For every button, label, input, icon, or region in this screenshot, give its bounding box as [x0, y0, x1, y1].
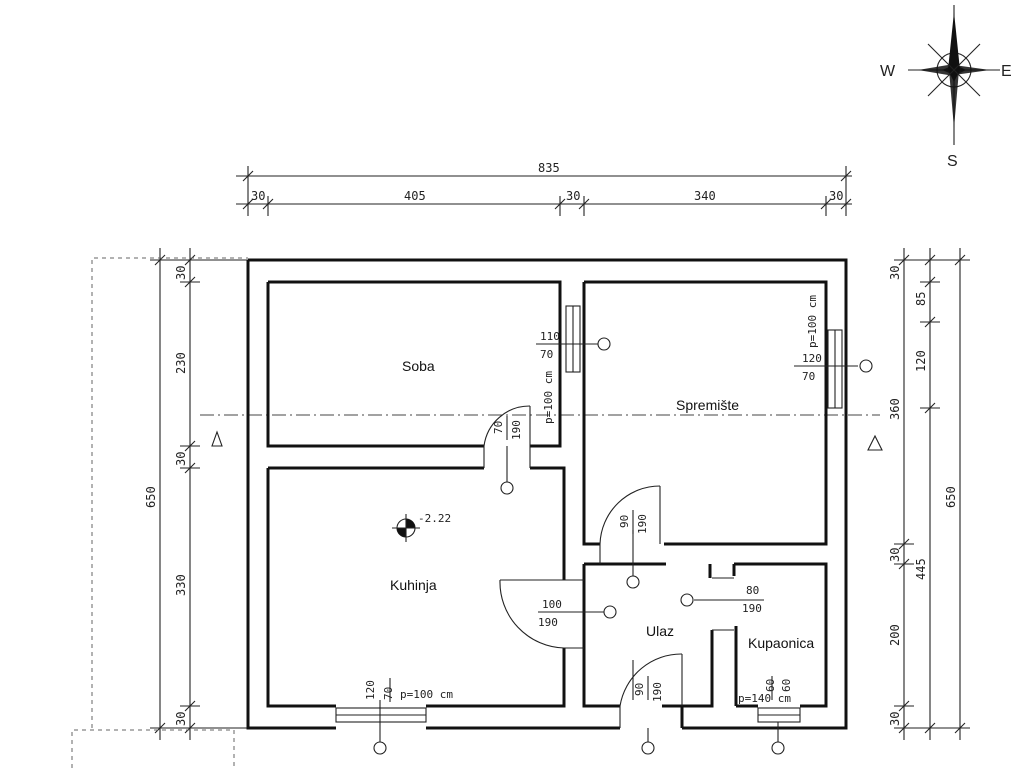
dim-top-a: 30 [251, 189, 265, 203]
dim-left-b: 230 [174, 352, 188, 374]
spremiste-window-sill: p=100 cm [806, 295, 819, 348]
kuhinja-door-width: 100 [542, 598, 562, 611]
room-label-kupaonica: Kupaonica [748, 635, 814, 651]
room-label-ulaz: Ulaz [646, 623, 674, 639]
kuhinja-window-sill: p=100 cm [400, 688, 453, 701]
kupaonica-door-width: 80 [746, 584, 759, 597]
right-dimension-lines [894, 248, 970, 740]
dim-left-d: 330 [174, 574, 188, 596]
dim-right-g: 200 [888, 624, 902, 646]
compass-east-label: E [1001, 63, 1012, 80]
dim-right-f: 445 [914, 558, 928, 580]
windows [335, 305, 843, 723]
kupaonica-door-height: 190 [742, 602, 762, 615]
soba-window-height: 70 [540, 348, 553, 361]
kupaonica-window-width: 60 [764, 679, 777, 692]
dim-top-d: 340 [694, 189, 716, 203]
doors [483, 405, 734, 728]
dim-left-total: 650 [144, 486, 158, 508]
dim-right-e: 30 [888, 548, 902, 562]
spremiste-window-height: 70 [802, 370, 815, 383]
adjacent-outline [71, 257, 248, 768]
soba-door-height: 190 [510, 420, 523, 440]
dim-right-total: 650 [944, 486, 958, 508]
spremiste-door-width: 90 [618, 515, 631, 528]
dim-top-e: 30 [829, 189, 843, 203]
dim-top-c: 30 [566, 189, 580, 203]
walls [246, 258, 848, 730]
kupaonica-window-sill: p=140 cm [738, 692, 791, 705]
section-marker-right-icon [867, 434, 883, 451]
dim-top-total: 835 [538, 161, 560, 175]
kuhinja-door-height: 190 [538, 616, 558, 629]
section-line [200, 414, 883, 451]
soba-door-sill: p=100 cm [542, 371, 555, 424]
dim-right-c: 120 [914, 350, 928, 372]
dim-right-h: 30 [888, 712, 902, 726]
dim-right-b: 85 [914, 292, 928, 306]
kuhinja-window-height: 70 [382, 687, 395, 700]
dim-left-e: 30 [174, 712, 188, 726]
left-dimension-lines [150, 248, 248, 740]
level-marker-icon [392, 514, 420, 542]
room-label-kuhinja: Kuhinja [390, 577, 437, 593]
dim-left-a: 30 [174, 266, 188, 280]
soba-door-width: 70 [492, 421, 505, 434]
spremiste-window-width: 120 [802, 352, 822, 365]
kuhinja-window-width: 120 [364, 680, 377, 700]
ulaz-door-height: 190 [651, 682, 664, 702]
top-dimension-lines [236, 166, 852, 216]
compass-west-label: W [880, 63, 896, 80]
ulaz-door-width: 90 [633, 683, 646, 696]
dim-right-a: 30 [888, 266, 902, 280]
soba-window-width: 110 [540, 330, 560, 343]
dim-right-d: 360 [888, 398, 902, 420]
room-label-soba: Soba [402, 358, 435, 374]
reference-markers [373, 337, 873, 755]
dim-top-b: 405 [404, 189, 426, 203]
kupaonica-window-height: 60 [780, 679, 793, 692]
compass-icon [908, 5, 1000, 145]
room-label-spremiste: Spremište [676, 397, 739, 413]
section-marker-left-icon [211, 430, 223, 447]
spremiste-door-height: 190 [636, 514, 649, 534]
compass-south-label: S [947, 153, 958, 170]
dim-left-c: 30 [174, 452, 188, 466]
level-value: -2.22 [418, 512, 451, 525]
